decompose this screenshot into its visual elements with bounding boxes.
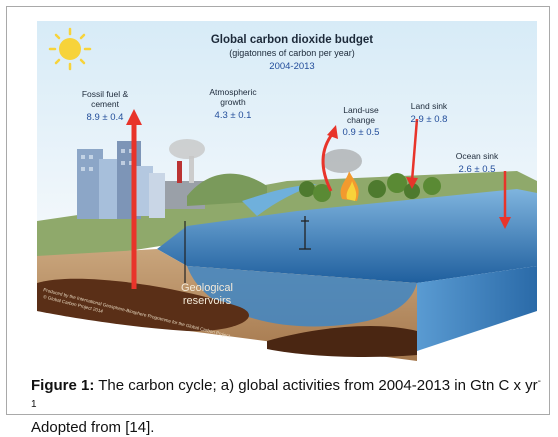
land-use-arrow: [321, 125, 338, 192]
land-use-value: 0.9 ± 0.5: [343, 127, 380, 138]
sun-icon: [48, 27, 92, 71]
ocean-side: [417, 266, 537, 351]
fossil-fuel-label-line1: Fossil fuel &: [82, 89, 129, 99]
geological-reservoir-shape: [37, 278, 249, 332]
diagram-subtitle: (gigatonnes of carbon per year): [229, 48, 355, 58]
fossil-fuel-arrow: [126, 109, 142, 289]
forest: [299, 173, 441, 202]
ocean-surface: [157, 189, 537, 283]
land-sink-label: Land sink: [411, 101, 448, 111]
land-use-fire-icon: [322, 149, 362, 201]
fossil-fuel-label-line2: cement: [91, 99, 120, 109]
atmospheric-growth-label-line2: growth: [220, 97, 246, 107]
city-buildings: [77, 141, 165, 219]
figure-frame: Global carbon dioxide budget (gigatonnes…: [6, 6, 550, 436]
atmospheric-growth-label-line1: Atmospheric: [209, 87, 257, 97]
caption-label: Figure 1:: [31, 377, 95, 394]
fossil-fuel-value: 8.9 ± 0.4: [87, 112, 124, 123]
land-sink-value: 2.9 ± 0.8: [411, 114, 448, 125]
caption-superscript: -1: [31, 376, 541, 410]
land-use-label-line1: Land-use: [343, 105, 379, 115]
figure-caption: Figure 1: The carbon cycle; a) global ac…: [31, 372, 546, 437]
land-use-label-line2: change: [347, 115, 375, 125]
land-sink-arrow: [406, 118, 419, 189]
geological-reservoirs-label-line1: Geological: [181, 282, 233, 294]
diagram-title: Global carbon dioxide budget: [211, 34, 373, 46]
atmospheric-growth-value: 4.3 ± 0.1: [215, 110, 252, 121]
drilling-rig-icon: [299, 216, 311, 250]
caption-text: The carbon cycle; a) global activities f…: [98, 377, 538, 394]
ocean-sink-label: Ocean sink: [456, 151, 499, 161]
deep-reservoir-shape: [267, 326, 417, 357]
geological-reservoirs-label-line2: reservoirs: [183, 295, 232, 307]
ocean-sink-value: 2.6 ± 0.5: [459, 164, 496, 175]
carbon-cycle-diagram: Global carbon dioxide budget (gigatonnes…: [37, 21, 537, 361]
caption-line2: Adopted from [14].: [31, 419, 155, 436]
ocean-sink-arrow: [499, 171, 511, 229]
diagram-period: 2004-2013: [269, 61, 314, 72]
hill: [187, 173, 267, 206]
river: [242, 184, 317, 216]
